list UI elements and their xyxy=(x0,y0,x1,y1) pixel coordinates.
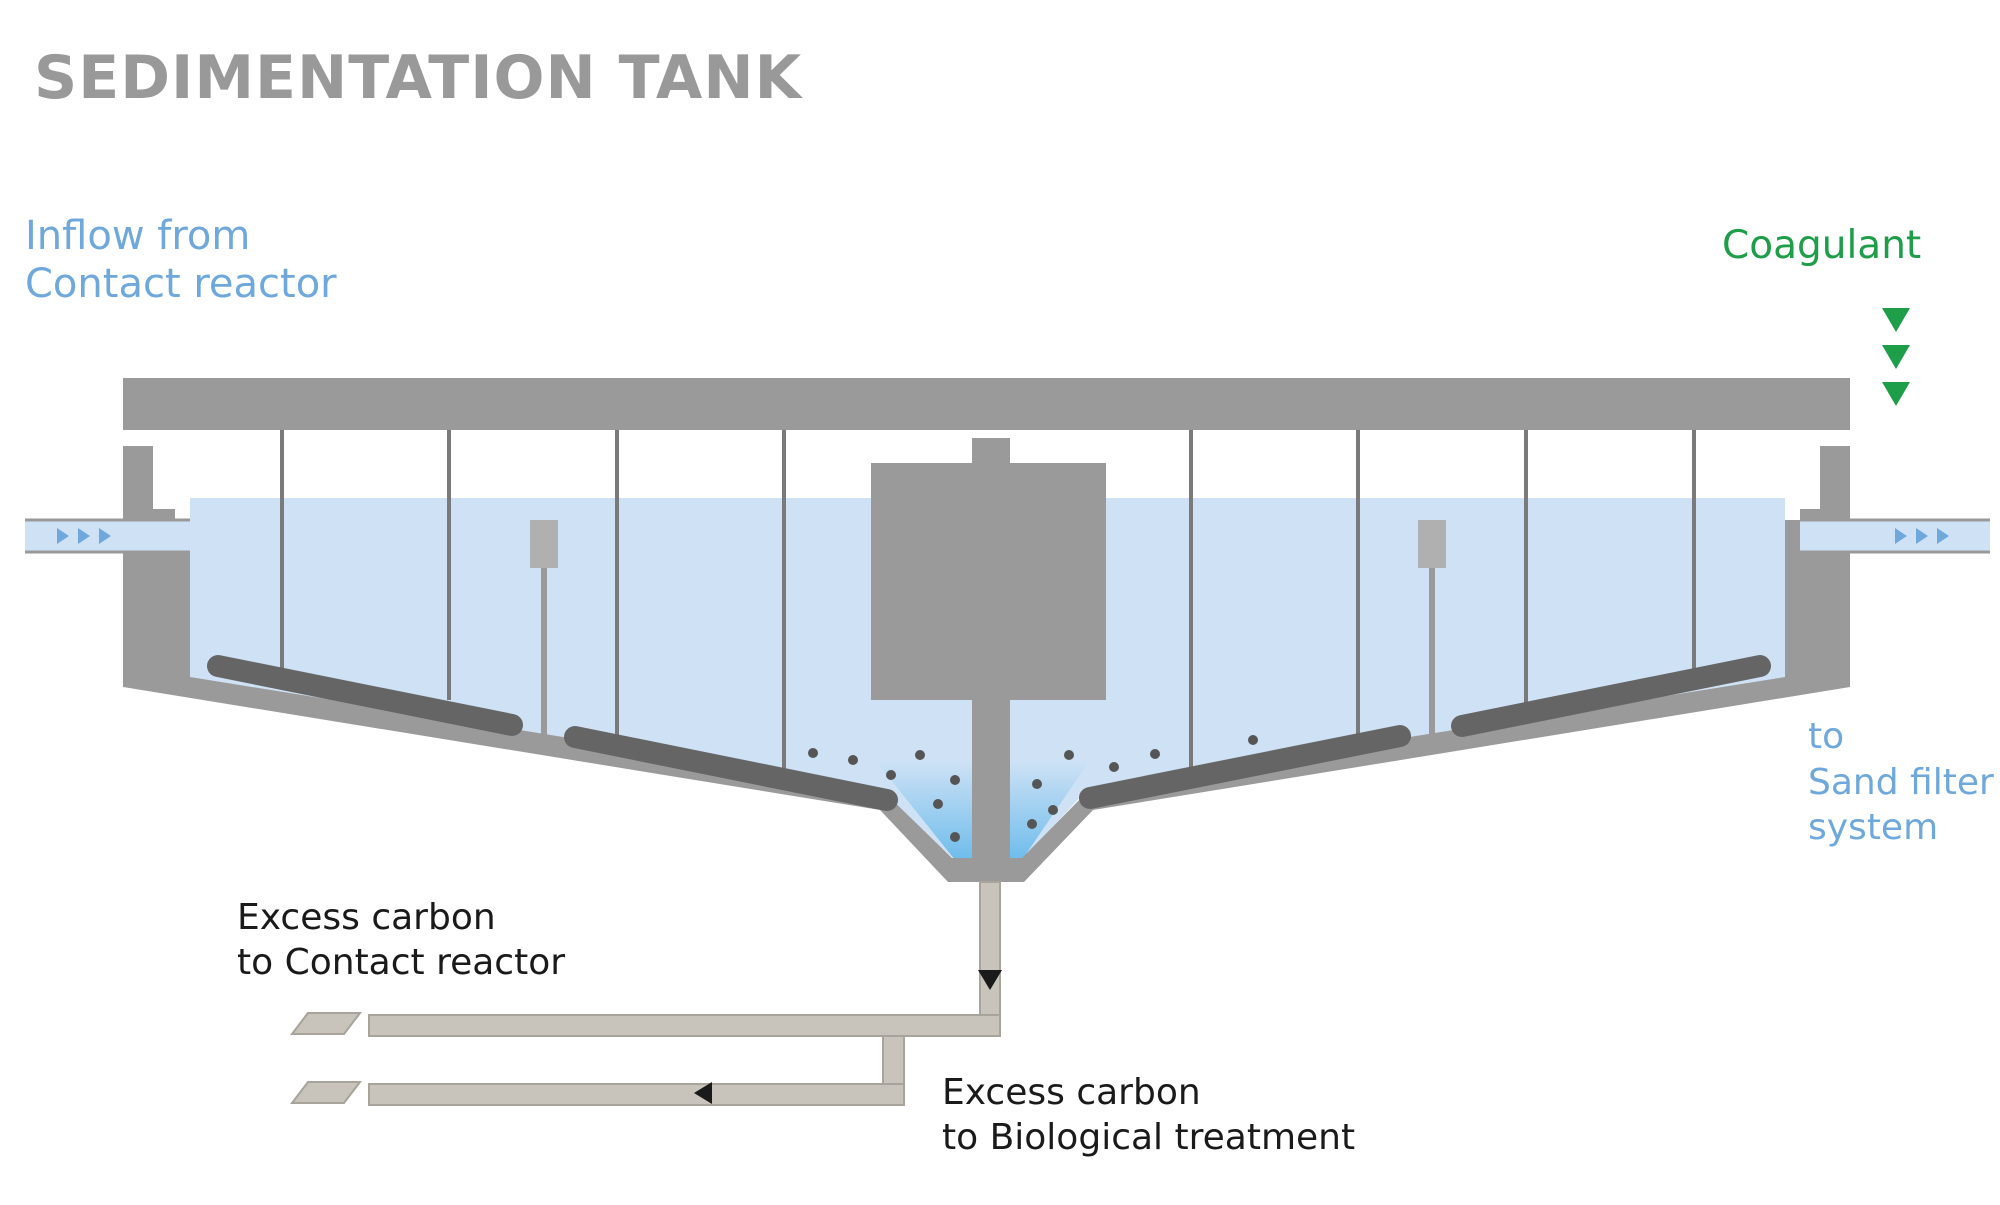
page-title: SEDIMENTATION TANK xyxy=(34,43,803,113)
inflow-label-line2: Contact reactor xyxy=(25,261,337,307)
central-drive-unit xyxy=(871,438,1106,860)
inflow-label-line1: Inflow from xyxy=(25,213,251,259)
coagulant-arrow-icon xyxy=(1882,308,1910,406)
excess-bio-label: Excess carbon to Biological treatment xyxy=(942,1070,1355,1160)
inflow-label: Inflow from Contact reactor xyxy=(25,212,337,308)
outflow-label-line3: system xyxy=(1808,807,1939,849)
bridge-beam xyxy=(123,378,1850,430)
scraper-hangers xyxy=(280,430,1696,775)
excess-contact-line1: Excess carbon xyxy=(237,897,496,938)
skimmer-post-left xyxy=(530,520,558,746)
inflow-arrow-icon xyxy=(57,528,111,544)
return-arrow-icon xyxy=(694,1082,712,1104)
excess-bio-line2: to Biological treatment xyxy=(942,1117,1356,1158)
coagulant-label: Coagulant xyxy=(1722,223,1922,268)
skimmer-post-right xyxy=(1418,520,1446,746)
outflow-arrow-icon xyxy=(1895,528,1949,544)
outflow-label-line2: Sand filter xyxy=(1808,761,1994,803)
excess-contact-line2: to Contact reactor xyxy=(237,942,566,983)
sludge-discharge-pipes xyxy=(289,881,1001,1106)
discharge-arrow-icon xyxy=(978,970,1002,990)
outflow-label-line1: to xyxy=(1808,716,1845,757)
excess-contact-label: Excess carbon to Contact reactor xyxy=(237,895,565,985)
outflow-label: to Sand filter system xyxy=(1808,714,1994,851)
scraper-arms xyxy=(207,655,1771,811)
excess-bio-line1: Excess carbon xyxy=(942,1072,1201,1113)
sludge-particles xyxy=(808,735,1258,842)
